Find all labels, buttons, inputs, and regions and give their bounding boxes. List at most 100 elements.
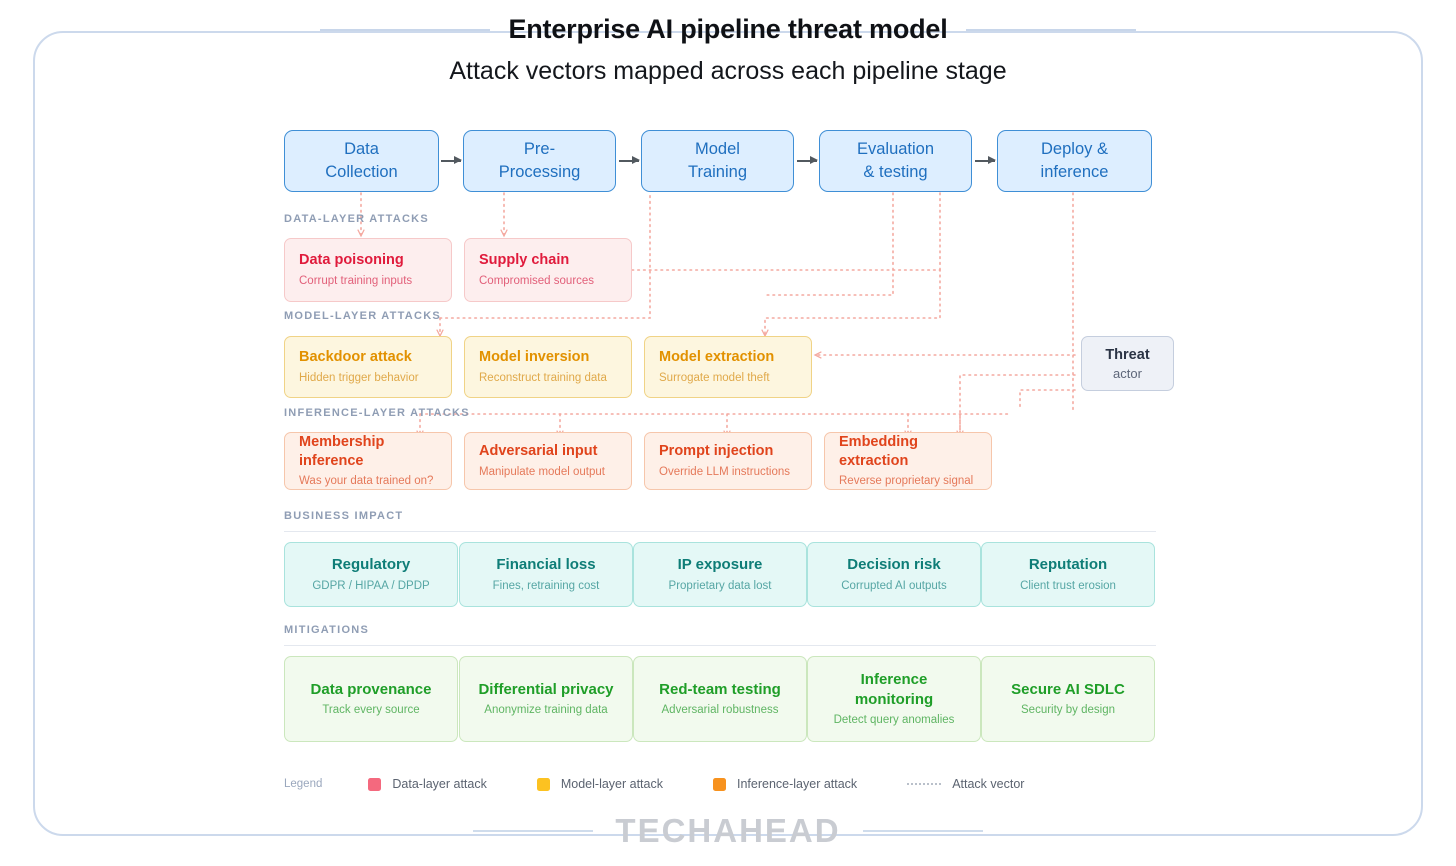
outer-frame	[33, 31, 1423, 836]
legend-swatch-icon	[368, 777, 382, 791]
title-rule-right	[965, 28, 1136, 31]
mitigation-card-differential-privacy[interactable]: Differential privacy Anonymize training …	[459, 656, 633, 742]
threat-actor-title: Threat	[1105, 346, 1150, 363]
section-label-inference-layer-attacks: INFERENCE-LAYER ATTACKS	[284, 407, 470, 419]
attack-card-backdoor-attack[interactable]: Backdoor attack Hidden trigger behavior	[284, 336, 452, 398]
stage-arrow-2	[619, 156, 640, 165]
attack-card-supply-chain[interactable]: Supply chain Compromised sources	[464, 238, 632, 302]
card-title: Prompt injection	[659, 443, 774, 460]
section-label-business-impact: BUSINESS IMPACT	[284, 510, 404, 522]
title-row: Enterprise AI pipeline threat model	[0, 14, 1456, 45]
card-subtitle: Compromised sources	[479, 274, 595, 287]
card-subtitle: Client trust erosion	[1020, 579, 1116, 592]
card-subtitle: Fines, retraining cost	[492, 579, 600, 592]
attack-card-model-extraction[interactable]: Model extraction Surrogate model theft	[644, 336, 812, 398]
card-title: Embedding extraction	[839, 433, 918, 469]
threat-actor-box[interactable]: Threat actor	[1081, 336, 1174, 391]
card-subtitle: GDPR / HIPAA / DPDP	[312, 579, 430, 592]
pipeline-stage-deploy-inference[interactable]: Deploy & inference	[997, 130, 1152, 192]
pipeline-stage-data-collection[interactable]: Data Collection	[284, 130, 439, 192]
card-subtitle: Corrupt training inputs	[299, 274, 413, 287]
legend-label: Attack vector	[952, 777, 1025, 791]
attack-card-model-inversion[interactable]: Model inversion Reconstruct training dat…	[464, 336, 632, 398]
attack-card-embedding-extraction[interactable]: Embedding extraction Reverse proprietary…	[824, 432, 992, 490]
section-label-model-layer-attacks: MODEL-LAYER ATTACKS	[284, 310, 441, 322]
legend-item-model-layer-attack: Model-layer attack	[536, 777, 663, 791]
stage-arrow-3	[797, 156, 818, 165]
impact-card-ip-exposure[interactable]: IP exposure Proprietary data lost	[633, 542, 807, 607]
legend-item-data-layer-attack: Data-layer attack	[368, 777, 487, 791]
card-title: Supply chain	[479, 252, 570, 269]
impact-card-regulatory[interactable]: Regulatory GDPR / HIPAA / DPDP	[284, 542, 458, 607]
card-title: Inference monitoring	[854, 671, 934, 708]
page-subtitle: Attack vectors mapped across each pipeli…	[449, 57, 1007, 85]
stage-label-line2: Training	[688, 163, 747, 181]
pipeline-stage-model-training[interactable]: Model Training	[641, 130, 794, 192]
section-rule-business-impact	[284, 531, 1156, 532]
legend-item-inference-layer-attack: Inference-layer attack	[712, 777, 858, 791]
stage-label-line2: inference	[1040, 163, 1109, 181]
mitigation-card-red-team-testing[interactable]: Red-team testing Adversarial robustness	[633, 656, 807, 742]
attack-card-adversarial-input[interactable]: Adversarial input Manipulate model outpu…	[464, 432, 632, 490]
card-subtitle: Was your data trained on?	[299, 475, 434, 488]
card-title: Differential privacy	[478, 680, 614, 698]
legend-label: Data-layer attack	[392, 777, 487, 791]
card-title: Decision risk	[847, 556, 941, 574]
section-label-data-layer-attacks: DATA-LAYER ATTACKS	[284, 213, 429, 225]
attack-card-prompt-injection[interactable]: Prompt injection Override LLM instructio…	[644, 432, 812, 490]
card-subtitle: Surrogate model theft	[659, 371, 770, 384]
card-title: Data poisoning	[299, 252, 404, 269]
section-label-mitigations: MITIGATIONS	[284, 624, 370, 636]
attack-card-membership-inference[interactable]: Membership inference Was your data train…	[284, 432, 452, 490]
pipeline-stage-pre-processing[interactable]: Pre- Processing	[463, 130, 616, 192]
dashed-line-icon	[907, 783, 942, 785]
stage-label-line1: Model	[695, 140, 740, 159]
card-subtitle: Reconstruct training data	[479, 371, 607, 384]
card-subtitle: Override LLM instructions	[659, 465, 791, 478]
stage-label-line1: Pre-	[523, 140, 556, 159]
card-title: Regulatory	[331, 556, 411, 574]
stage-label-line1: Deploy &	[1041, 140, 1108, 159]
stage-arrow-1	[441, 156, 462, 165]
card-title: Model extraction	[659, 349, 775, 366]
legend-swatch-icon	[536, 777, 550, 791]
card-title: Red-team testing	[659, 680, 781, 698]
legend-title: Legend	[284, 778, 323, 790]
mitigation-card-secure-ai-sdlc[interactable]: Secure AI SDLC Security by design	[981, 656, 1155, 742]
title-rule-left	[320, 28, 491, 31]
legend-label: Inference-layer attack	[736, 777, 858, 791]
stage-arrow-4	[975, 156, 996, 165]
card-subtitle: Reverse proprietary signal	[839, 475, 974, 488]
impact-card-financial-loss[interactable]: Financial loss Fines, retraining cost	[459, 542, 633, 607]
card-subtitle: Security by design	[1021, 704, 1115, 717]
pipeline-stage-evaluation-testing[interactable]: Evaluation & testing	[819, 130, 972, 192]
card-subtitle: Manipulate model output	[479, 465, 605, 478]
legend: Legend Data-layer attack Model-layer att…	[284, 777, 1074, 791]
mitigation-card-inference-monitoring[interactable]: Inference monitoring Detect query anomal…	[807, 656, 981, 742]
card-subtitle: Detect query anomalies	[833, 713, 955, 726]
brand-wordmark: TECHAHEAD	[615, 812, 841, 849]
card-subtitle: Anonymize training data	[484, 704, 608, 717]
card-title: Secure AI SDLC	[1011, 680, 1125, 698]
card-title: Model inversion	[479, 349, 590, 366]
footer-rule-left	[473, 830, 594, 832]
stage-label-line2: & testing	[863, 163, 928, 181]
legend-swatch-icon	[712, 777, 726, 791]
stage-label-line2: Processing	[498, 163, 581, 181]
card-title: Data provenance	[310, 680, 432, 698]
card-subtitle: Hidden trigger behavior	[299, 371, 419, 384]
card-title: IP exposure	[677, 556, 763, 574]
section-rule-mitigations	[284, 645, 1156, 646]
impact-card-reputation[interactable]: Reputation Client trust erosion	[981, 542, 1155, 607]
footer: TECHAHEAD	[0, 812, 1456, 850]
card-title: Reputation	[1028, 556, 1108, 574]
mitigation-card-data-provenance[interactable]: Data provenance Track every source	[284, 656, 458, 742]
threat-actor-subtitle: actor	[1113, 365, 1142, 381]
attack-card-data-poisoning[interactable]: Data poisoning Corrupt training inputs	[284, 238, 452, 302]
legend-item-attack-vector: Attack vector	[907, 777, 1024, 791]
card-title: Financial loss	[496, 556, 596, 574]
impact-card-decision-risk[interactable]: Decision risk Corrupted AI outputs	[807, 542, 981, 607]
card-subtitle: Proprietary data lost	[668, 579, 772, 592]
stage-label-line2: Collection	[325, 163, 398, 181]
